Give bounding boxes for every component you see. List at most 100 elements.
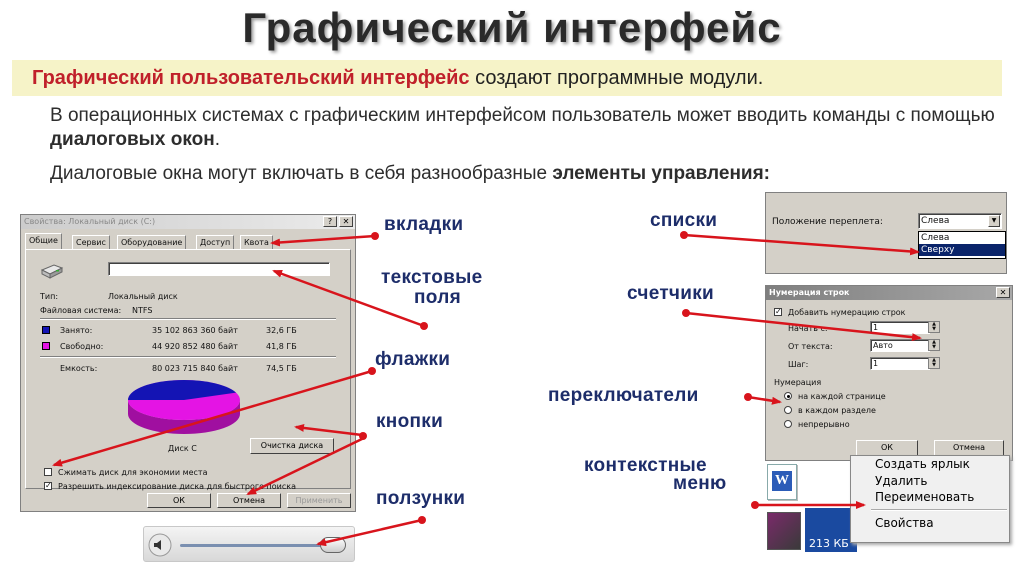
list-option[interactable]: Слева bbox=[921, 233, 950, 243]
banner-bold-text: Графический пользовательский интерфейс bbox=[32, 67, 470, 89]
capacity-bytes: 80 023 715 840 байт bbox=[152, 364, 238, 373]
callout-counters: счетчики bbox=[627, 283, 715, 304]
callout-text-fields-2: поля bbox=[414, 287, 461, 308]
radio-continuous[interactable] bbox=[784, 420, 792, 428]
speaker-icon[interactable] bbox=[148, 533, 172, 557]
add-numbering-label: Добавить нумерацию строк bbox=[788, 308, 906, 317]
help-button[interactable]: ? bbox=[323, 216, 337, 227]
used-swatch bbox=[42, 326, 50, 334]
p1-bold: диалоговых окон bbox=[50, 129, 215, 150]
media-file-icon[interactable] bbox=[767, 512, 801, 550]
volume-slider-panel bbox=[143, 526, 355, 562]
tab-access[interactable]: Доступ bbox=[196, 235, 235, 249]
drive-icon bbox=[40, 264, 64, 279]
list-widget: Положение переплета: Слева ▼ Слева Сверх… bbox=[765, 192, 1007, 274]
arrow-dot bbox=[359, 432, 367, 440]
apply-button[interactable]: Применить bbox=[287, 493, 351, 508]
tab-general[interactable]: Общие bbox=[25, 233, 62, 249]
free-gb: 41,8 ГБ bbox=[266, 342, 297, 351]
tab-strip: Общие Сервис Оборудование Доступ Квота bbox=[25, 233, 351, 251]
menu-separator bbox=[871, 509, 1007, 511]
radio-each-page[interactable] bbox=[784, 392, 792, 400]
file-size: 213 КБ bbox=[809, 537, 849, 550]
dialog-title: Нумерация строк bbox=[769, 288, 850, 297]
index-checkbox[interactable]: ✓ bbox=[44, 481, 52, 490]
dropdown-list: Слева Сверху bbox=[918, 231, 1006, 259]
menu-item-rename[interactable]: Переименовать bbox=[875, 490, 975, 504]
dialog-title-bar: Нумерация строк ✕ bbox=[766, 286, 1012, 300]
paragraph-controls: Диалоговые окна могут включать в себя ра… bbox=[50, 162, 980, 186]
callout-checkboxes: флажки bbox=[375, 349, 451, 370]
binding-position-label: Положение переплета: bbox=[772, 217, 883, 227]
paragraph-dialogs: В операционных системах с графическим ин… bbox=[50, 104, 1000, 152]
radio-each-section[interactable] bbox=[784, 406, 792, 414]
free-label: Свободно: bbox=[60, 342, 104, 351]
word-document-icon[interactable]: W bbox=[767, 464, 797, 500]
slider-track[interactable] bbox=[180, 544, 344, 547]
menu-item-delete[interactable]: Удалить bbox=[875, 474, 928, 488]
free-bytes: 44 920 852 480 байт bbox=[152, 342, 238, 351]
menu-item-create-shortcut[interactable]: Создать ярлык bbox=[875, 457, 970, 471]
p1-end: . bbox=[214, 129, 220, 150]
tab-panel: Тип: Локальный диск Файловая система: NT… bbox=[25, 249, 351, 491]
fs-value: NTFS bbox=[132, 306, 153, 315]
ok-button[interactable]: ОК bbox=[147, 493, 211, 508]
compress-checkbox[interactable] bbox=[44, 468, 52, 476]
used-gb: 32,6 ГБ bbox=[266, 326, 297, 335]
callout-text-fields-1: текстовые bbox=[381, 267, 483, 288]
callout-switches: переключатели bbox=[548, 385, 699, 406]
start-label: Начать с: bbox=[788, 324, 828, 333]
binding-position-select[interactable]: Слева bbox=[918, 213, 1002, 229]
index-label: Разрешить индексирование диска для быстр… bbox=[58, 482, 296, 491]
start-spinner[interactable]: ▲▼ bbox=[928, 321, 940, 333]
close-button[interactable]: ✕ bbox=[339, 216, 353, 227]
ok-button[interactable]: ОК bbox=[856, 440, 918, 456]
add-numbering-checkbox[interactable]: ✓ bbox=[774, 307, 782, 316]
drive-label-input[interactable] bbox=[108, 262, 330, 276]
arrow-dot bbox=[744, 393, 752, 401]
compress-label: Сжимать диск для экономии места bbox=[58, 468, 208, 477]
from-text-label: От текста: bbox=[788, 342, 833, 351]
callout-tabs: вкладки bbox=[384, 214, 464, 235]
cancel-button[interactable]: Отмена bbox=[934, 440, 1004, 456]
start-input[interactable]: 1 bbox=[870, 321, 930, 334]
free-swatch bbox=[42, 342, 50, 350]
p1-text: В операционных системах с графическим ин… bbox=[50, 105, 995, 126]
chevron-down-icon[interactable]: ▼ bbox=[988, 215, 1000, 227]
dialog-title-bar: Свойства: Локальный диск (C:) ? ✕ bbox=[21, 215, 355, 229]
slider-thumb[interactable] bbox=[319, 537, 346, 553]
dialog-title: Свойства: Локальный диск (C:) bbox=[24, 217, 156, 226]
banner-text: создают программные модули. bbox=[469, 67, 764, 89]
callout-lists: списки bbox=[650, 210, 718, 231]
radio-label: на каждой странице bbox=[798, 392, 886, 401]
used-bytes: 35 102 863 360 байт bbox=[152, 326, 238, 335]
radio-label: в каждом разделе bbox=[798, 406, 876, 415]
type-label: Тип: bbox=[40, 292, 59, 301]
step-input[interactable]: 1 bbox=[870, 357, 930, 370]
p2-bold: элементы управления: bbox=[552, 163, 771, 184]
arrow-dot bbox=[751, 501, 759, 509]
step-spinner[interactable]: ▲▼ bbox=[928, 357, 940, 369]
radio-label: непрерывно bbox=[798, 420, 850, 429]
disk-properties-dialog: Свойства: Локальный диск (C:) ? ✕ Общие … bbox=[20, 214, 356, 512]
page-title: Графический интерфейс bbox=[242, 4, 782, 51]
list-option-selected[interactable]: Сверху bbox=[919, 244, 1005, 256]
arrow-dot bbox=[371, 232, 379, 240]
cancel-button[interactable]: Отмена bbox=[217, 493, 281, 508]
type-value: Локальный диск bbox=[108, 292, 178, 301]
intro-banner: Графический пользовательский интерфейс с… bbox=[12, 60, 1002, 96]
disk-cleanup-button[interactable]: Очистка диска bbox=[250, 438, 334, 454]
tab-quota[interactable]: Квота bbox=[240, 235, 273, 249]
step-label: Шаг: bbox=[788, 360, 809, 369]
menu-item-properties[interactable]: Свойства bbox=[875, 516, 934, 530]
disk-usage-pie bbox=[128, 380, 240, 434]
tab-service[interactable]: Сервис bbox=[72, 235, 110, 249]
from-text-input[interactable]: Авто bbox=[870, 339, 930, 352]
close-button[interactable]: ✕ bbox=[996, 287, 1010, 298]
tab-hardware[interactable]: Оборудование bbox=[117, 235, 187, 249]
numbering-group-label: Нумерация bbox=[774, 378, 822, 387]
callout-sliders: ползунки bbox=[376, 488, 466, 509]
divider bbox=[40, 318, 336, 320]
from-text-spinner[interactable]: ▲▼ bbox=[928, 339, 940, 351]
capacity-gb: 74,5 ГБ bbox=[266, 364, 297, 373]
